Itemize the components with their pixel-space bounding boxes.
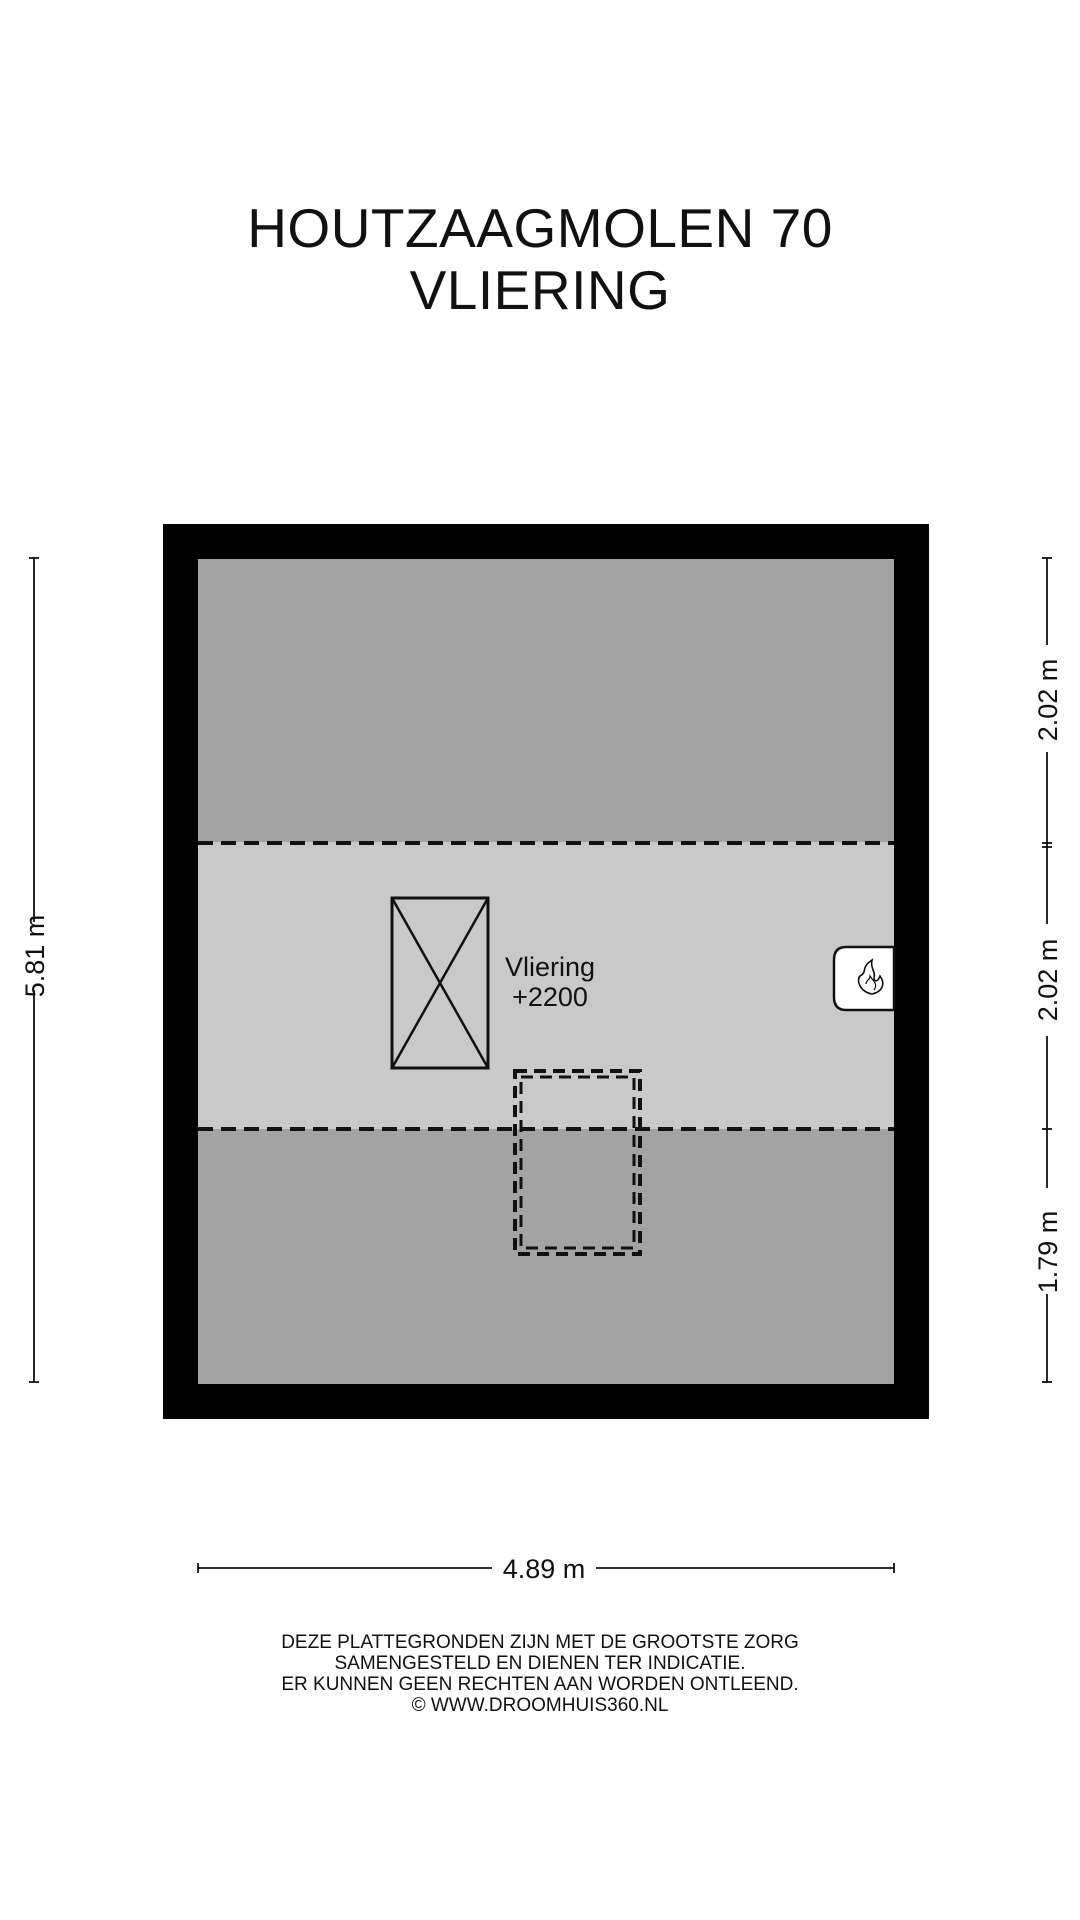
- dimension-label-total-height: 5.81 m: [20, 915, 50, 998]
- sloped-area-bottom: [198, 1129, 894, 1384]
- floor-name: VLIERING: [409, 259, 671, 321]
- dimension-label-total-width: 4.89 m: [503, 1554, 586, 1584]
- boiler-flame-icon: [832, 945, 896, 1012]
- attic-hatch-icon: [513, 1069, 642, 1256]
- disclaimer: DEZE PLATTEGRONDEN ZIJN MET DE GROOTSTE …: [0, 1632, 1080, 1716]
- disclaimer-copyright: © WWW.DROOMHUIS360.NL: [411, 1695, 669, 1716]
- room-name: Vliering: [505, 952, 595, 982]
- floor-area-middle: [198, 842, 894, 1129]
- dimension-total-width: [197, 1563, 895, 1573]
- dimension-label-segment-bottom: 1.79 m: [1033, 1211, 1063, 1294]
- skylight-cross-icon: [390, 896, 490, 1070]
- dimension-label-segment-top: 2.02 m: [1033, 659, 1063, 742]
- disclaimer-line-2: SAMENGESTELD EN DIENEN TER INDICATIE.: [334, 1653, 746, 1674]
- disclaimer-line-1: DEZE PLATTEGRONDEN ZIJN MET DE GROOTSTE …: [281, 1632, 799, 1653]
- plan-title: HOUTZAAGMOLEN 70: [247, 197, 833, 259]
- dimension-segments: [1042, 557, 1052, 1383]
- room-height: +2200: [512, 982, 588, 1012]
- dimension-label-segment-middle: 2.02 m: [1033, 939, 1063, 1022]
- disclaimer-line-3: ER KUNNEN GEEN RECHTEN AAN WORDEN ONTLEE…: [281, 1674, 799, 1695]
- dimension-total-height: [29, 557, 39, 1383]
- sloped-area-top: [198, 559, 894, 842]
